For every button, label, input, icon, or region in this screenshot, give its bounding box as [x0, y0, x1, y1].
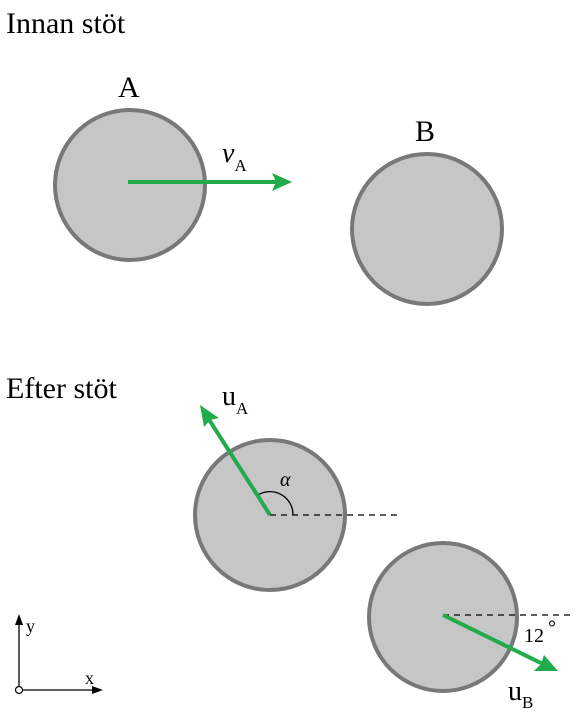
velocity-vector-va — [128, 173, 292, 191]
ball-a-label: A — [118, 71, 140, 104]
velocity-label-ua: uA — [222, 381, 249, 418]
ball-b-before — [350, 152, 504, 306]
after-title: Efter stöt — [6, 372, 117, 405]
x-axis-arrowhead — [92, 686, 103, 694]
velocity-label-ub: uB — [508, 676, 533, 712]
angle-label-alpha: α — [280, 469, 291, 491]
origin-marker — [14, 685, 24, 695]
y-axis-label: y — [26, 616, 35, 636]
angle-label-12: 12° — [524, 617, 556, 647]
y-axis-arrowhead — [15, 614, 23, 625]
velocity-vector-ua — [200, 405, 272, 517]
ball-a-before — [53, 108, 207, 262]
ball-b-label: B — [415, 115, 435, 148]
x-axis-label: x — [85, 668, 94, 688]
velocity-vector-ub — [442, 613, 558, 671]
coordinate-axes — [14, 614, 103, 695]
angle-arc-alpha — [257, 491, 294, 516]
before-title: Innan stöt — [6, 7, 126, 40]
velocity-label-va: vA — [222, 138, 247, 175]
